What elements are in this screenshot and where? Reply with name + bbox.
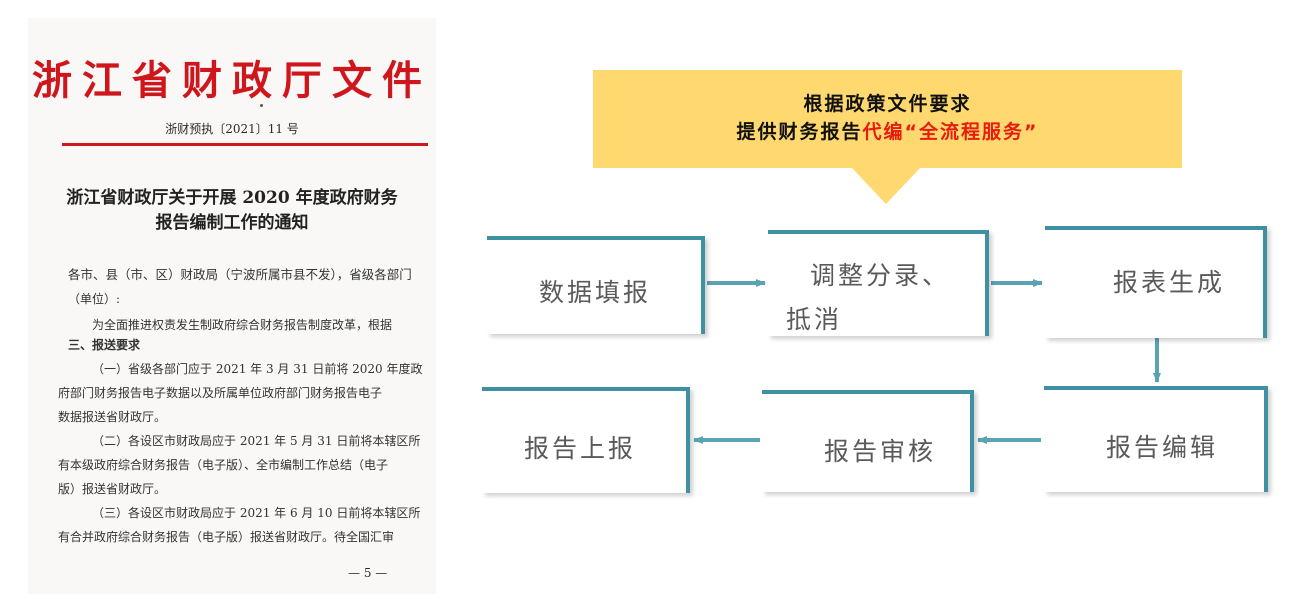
flow-step-label: 报表生成 xyxy=(1113,268,1226,297)
flow-step-label: 报告编辑 xyxy=(1106,433,1219,462)
flow-step-label: 报告上报 xyxy=(524,434,637,463)
document-title-line2: 报告编制工作的通知 xyxy=(155,213,309,233)
document-masthead: 浙江省财政厅文件 xyxy=(32,57,432,104)
flow-step-label-line2: 抵消 xyxy=(786,305,843,334)
body-line: （三）各设区市财政局应于 2021 年 6 月 10 日前将本辖区所 xyxy=(92,506,421,520)
callout-banner: 根据政策文件要求 提供财务报告代编“全流程服务” xyxy=(593,70,1182,168)
body-line: 有合并政府综合财务报告（电子版）报送省财政厅。待全国汇审 xyxy=(58,530,395,544)
body-line: 有本级政府综合财务报告（电子版）、全市编制工作总结（电子 xyxy=(58,458,389,472)
flow-step-label: 报告审核 xyxy=(824,437,937,466)
body-line: 版）报送省财政厅。 xyxy=(58,482,167,496)
flow-step-data-entry: 数据填报 xyxy=(487,236,705,334)
flow-step-report-editing: 报告编辑 xyxy=(1044,386,1268,492)
callout-line1: 根据政策文件要求 xyxy=(803,93,972,115)
callout-line2: 提供财务报告代编“全流程服务” xyxy=(593,118,1182,146)
flow-step-label: 数据填报 xyxy=(539,278,652,307)
flow-step-report-review: 报告审核 xyxy=(762,390,974,492)
flow-step-adjust-eliminate: 调整分录、 抵消 xyxy=(768,230,989,336)
down-triangle-icon xyxy=(852,168,920,204)
red-divider xyxy=(62,143,428,146)
body-line: （一）省级各部门应于 2021 年 3 月 31 日前将 2020 年度政 xyxy=(92,362,423,376)
callout-highlight: 代编“全流程服务” xyxy=(862,121,1039,143)
policy-document: 浙江省财政厅文件 浙财预执〔2021〕11 号 浙江省财政厅关于开展 2020 … xyxy=(28,18,436,594)
section-heading: 三、报送要求 xyxy=(68,338,141,352)
callout-line2-prefix: 提供财务报告 xyxy=(736,121,863,143)
page-number: — 5 — xyxy=(348,566,388,580)
body-line: 为全面推进权责发生制政府综合财务报告制度改革，根据 xyxy=(92,318,393,332)
body-line: 各市、县（市、区）财政局（宁波所属市县不发），省级各部门 xyxy=(68,267,412,282)
document-title: 浙江省财政厅关于开展 2020 年度政府财务 报告编制工作的通知 xyxy=(28,186,436,236)
masthead-dot xyxy=(260,104,263,107)
body-line: 府部门财务报告电子数据以及所属单位政府部门财务报告电子 xyxy=(58,386,383,400)
body-line: （二）各设区市财政局应于 2021 年 5 月 31 日前将本辖区所 xyxy=(92,434,421,448)
body-line: （单位）: xyxy=(68,292,121,306)
flow-step-report-submission: 报告上报 xyxy=(482,387,690,493)
document-title-line1: 浙江省财政厅关于开展 2020 年度政府财务 xyxy=(66,188,398,208)
flow-step-report-generation: 报表生成 xyxy=(1045,226,1267,338)
flow-step-label-line1: 调整分录、 xyxy=(810,261,951,290)
document-number: 浙财预执〔2021〕11 号 xyxy=(165,122,299,136)
body-line: 数据报送省财政厅。 xyxy=(58,410,167,424)
